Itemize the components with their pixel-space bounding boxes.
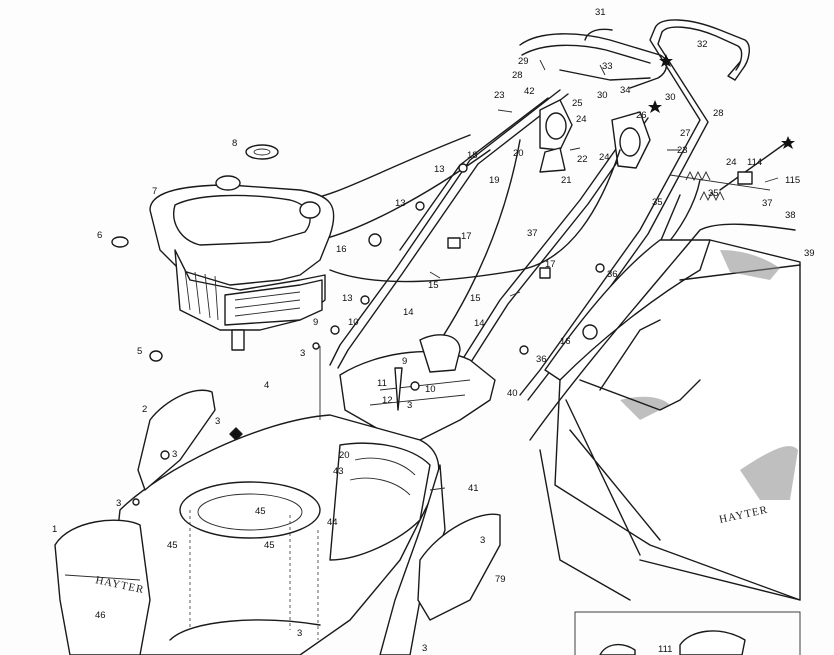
part-label: 22 — [577, 154, 588, 165]
part-label: 37 — [762, 198, 773, 209]
part-label: 13 — [434, 164, 445, 175]
part-label: 26 — [636, 110, 647, 121]
part-label: 25 — [572, 98, 583, 109]
front-bumper — [54, 519, 151, 655]
part-label: 2 — [142, 404, 147, 415]
part-label: 16 — [336, 244, 347, 255]
part-label: 24 — [576, 114, 587, 125]
rear-shield — [339, 334, 496, 441]
part-label: 31 — [595, 7, 606, 18]
part-label: 20 — [339, 450, 350, 461]
side-flap-right — [417, 513, 501, 621]
part-label: 42 — [524, 86, 535, 97]
part-label: 3 — [422, 643, 427, 654]
part-label: 19 — [489, 175, 500, 186]
part-label: 40 — [507, 388, 518, 399]
part-label: 18 — [467, 150, 478, 161]
part-label: 24 — [599, 152, 610, 163]
star-icon — [659, 54, 673, 67]
part-label: 30 — [597, 90, 608, 101]
part-label: 34 — [620, 85, 631, 96]
part-label: 30 — [665, 92, 676, 103]
part-label: 1 — [52, 524, 57, 535]
part-label: 17 — [461, 231, 472, 242]
part-label: 14 — [403, 307, 414, 318]
part-label: 3 — [480, 535, 485, 546]
part-label: 45 — [167, 540, 178, 551]
part-label: 41 — [468, 483, 479, 494]
part-label: 114 — [747, 157, 762, 168]
part-label: 4 — [264, 380, 269, 391]
springs — [685, 170, 753, 202]
part-label: 33 — [602, 61, 613, 72]
part-label: 28 — [713, 108, 724, 119]
part-label: 46 — [95, 610, 106, 621]
part-label: 45 — [264, 540, 275, 551]
part-label: 13 — [395, 198, 406, 209]
part-label: 44 — [327, 517, 338, 528]
part-label: 45 — [255, 506, 266, 517]
part-label: 43 — [333, 466, 344, 477]
part-label: 3 — [172, 449, 177, 460]
part-label: 11 — [377, 378, 387, 389]
star-icon — [781, 136, 795, 149]
part-label: 39 — [804, 248, 815, 259]
part-label: 15 — [428, 280, 439, 291]
part-label: 9 — [402, 356, 407, 367]
part-label: 36 — [536, 354, 547, 365]
side-flap-left — [137, 389, 216, 491]
inset-box — [574, 611, 801, 655]
part-label: 20 — [513, 148, 524, 159]
part-label: 32 — [697, 39, 708, 50]
part-label: 115 — [785, 175, 800, 186]
part-label: 35 — [708, 188, 719, 199]
part-label: 21 — [561, 175, 572, 186]
part-label: 29 — [518, 56, 529, 67]
part-label: 12 — [382, 395, 393, 406]
part-label: 5 — [137, 346, 142, 357]
part-label: 3 — [215, 416, 220, 427]
part-label: 27 — [680, 128, 691, 139]
part-label: 28 — [512, 70, 523, 81]
part-label: 111 — [658, 644, 672, 655]
engine — [111, 144, 335, 441]
part-label: 9 — [313, 317, 318, 328]
part-label: 10 — [348, 317, 359, 328]
part-label: 3 — [300, 348, 305, 359]
part-label: 36 — [607, 269, 618, 280]
part-label: 3 — [407, 400, 412, 411]
grass-bag-frame — [529, 223, 796, 601]
part-label: 37 — [527, 228, 538, 239]
part-label: 24 — [726, 157, 737, 168]
part-label: 79 — [495, 574, 506, 585]
part-label: 23 — [494, 90, 505, 101]
levers — [539, 99, 651, 173]
part-label: 6 — [97, 230, 102, 241]
control-bar — [519, 28, 668, 89]
star-icon — [648, 100, 662, 113]
part-label: 16 — [560, 336, 571, 347]
part-label: 38 — [785, 210, 796, 221]
grass-bag — [544, 239, 801, 601]
part-label: 13 — [342, 293, 353, 304]
part-label: 14 — [474, 318, 485, 329]
part-label: 8 — [232, 138, 237, 149]
part-label: 3 — [116, 498, 121, 509]
part-label: 15 — [470, 293, 481, 304]
star-markers — [648, 54, 795, 149]
part-label: 35 — [652, 197, 663, 208]
part-label: 3 — [297, 628, 302, 639]
fasteners — [132, 109, 779, 506]
part-labels: 31 32 29 28 33 42 30 34 30 23 25 24 26 2… — [52, 7, 815, 655]
part-label: 7 — [152, 186, 157, 197]
part-label: 23 — [677, 145, 688, 156]
part-label: 10 — [425, 384, 436, 395]
part-label: 17 — [545, 259, 556, 270]
